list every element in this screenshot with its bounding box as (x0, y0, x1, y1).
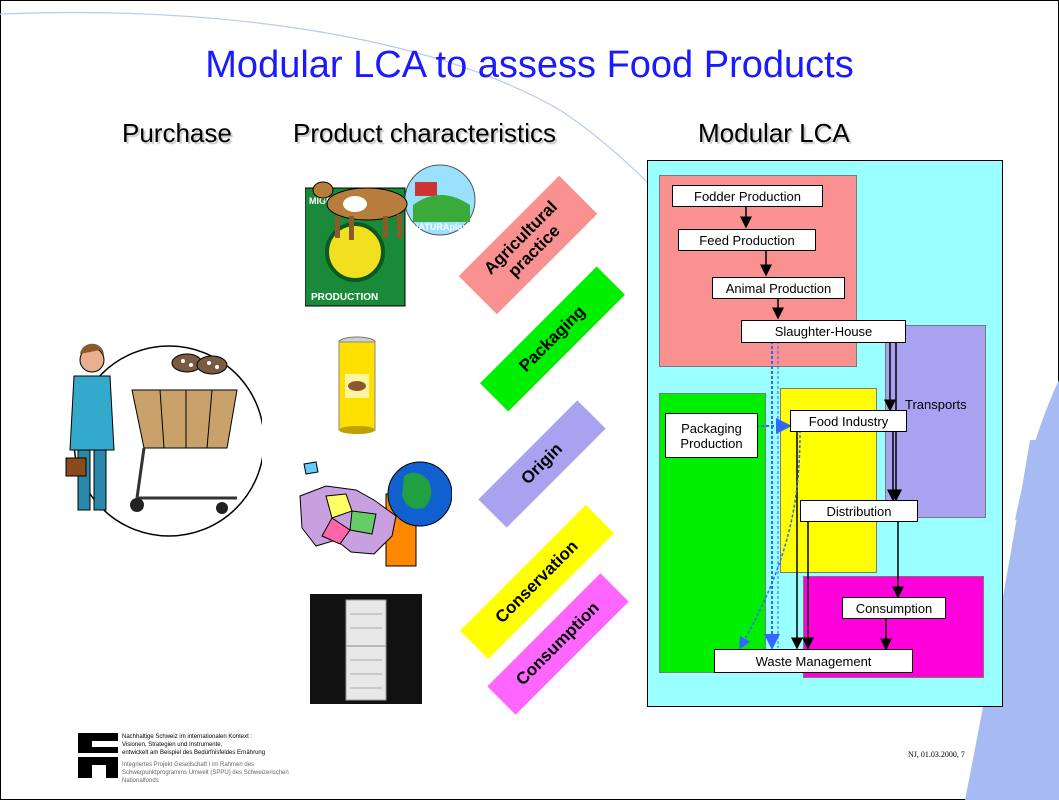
europe-globe-image (299, 461, 452, 567)
purchase-header: Purchase (122, 118, 232, 148)
shopper-woman-icon (65, 343, 115, 511)
pizza-icon (171, 353, 228, 375)
footer-line4: Integriertes Projekt Gesellschaft I im R… (122, 762, 255, 768)
page-number: NJ, 01.03.2000, 7 (908, 750, 965, 759)
transports-label: Transports (905, 397, 967, 412)
shopper-cart-image (65, 343, 262, 537)
fodder-production-box: Fodder Production (672, 185, 823, 207)
footer-line2: Visionen, Strategien und Instrumente, (122, 742, 223, 748)
characteristics-header: Product characteristics (293, 118, 556, 148)
footer-line3: entwickelt am Beispiel des Bedürfnisfeld… (122, 750, 266, 756)
slaughter-house-box: Slaughter-House (741, 320, 906, 343)
footer-line5: Schwerpunktprogramms Umwelt (SPPU) des S… (122, 770, 289, 776)
cow-icon (312, 181, 408, 240)
animal-production-box: Animal Production (712, 277, 845, 299)
modular-lca-header: Modular LCA (698, 118, 850, 148)
refrigerator-image (310, 594, 422, 704)
food-industry-box: Food Industry (790, 410, 907, 432)
project-logo (78, 733, 118, 778)
slide-title: Modular LCA to assess Food Products (205, 44, 854, 86)
packaging-production-line1: Packaging (681, 420, 742, 436)
milk-can-image (338, 336, 376, 434)
footer-line1: Nachhaltige Schweiz im internationalen K… (122, 734, 253, 740)
waste-management-box: Waste Management (714, 649, 913, 673)
footer-line6: Nationalfonds (122, 778, 159, 784)
consumption-box: Consumption (842, 597, 946, 619)
agricultural-labels-image: MIGROS PRODUCTION NATURAplan (305, 164, 476, 307)
feed-production-box: Feed Production (678, 229, 816, 251)
shopping-cart-icon (130, 389, 238, 514)
distribution-box: Distribution (800, 500, 918, 522)
naturaplan-text: NATURAplan (412, 222, 468, 232)
footer-text: Nachhaltige Schweiz im internationalen K… (122, 733, 289, 785)
packaging-production-line2: Production (680, 435, 743, 451)
cert-sticker-2-text: PRODUCTION (311, 292, 378, 303)
packaging-production-box: Packaging Production (665, 413, 758, 458)
